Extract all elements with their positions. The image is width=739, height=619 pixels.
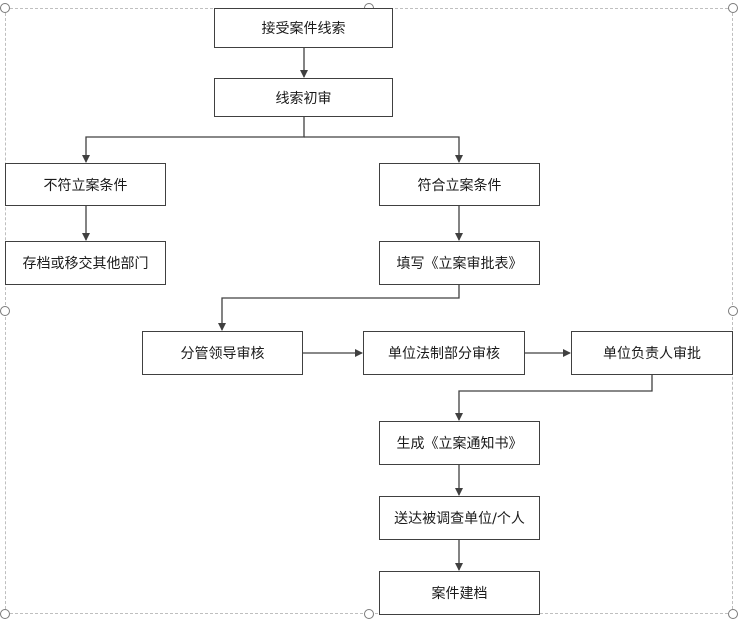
edge-initial-review-to-not-qualified	[82, 117, 305, 163]
node-case-archive[interactable]: 案件建档	[379, 571, 540, 615]
node-legal-review[interactable]: 单位法制部分审核	[363, 331, 525, 375]
node-leader-review[interactable]: 分管领导审核	[142, 331, 303, 375]
edge-head-approval-to-generate-notice	[455, 375, 653, 421]
resize-handle-middle-left[interactable]	[0, 306, 10, 316]
node-qualified[interactable]: 符合立案条件	[379, 163, 540, 206]
edge-initial-review-to-qualified	[304, 136, 463, 163]
node-initial-review[interactable]: 线索初审	[214, 78, 393, 117]
node-fill-approval-form[interactable]: 填写《立案审批表》	[379, 241, 540, 285]
resize-handle-middle-right[interactable]	[728, 306, 738, 316]
node-accept-clue[interactable]: 接受案件线索	[214, 8, 393, 48]
node-archive-or-transfer[interactable]: 存档或移交其他部门	[5, 241, 166, 285]
resize-handle-top-right[interactable]	[728, 3, 738, 13]
node-head-approval[interactable]: 单位负责人审批	[571, 331, 733, 375]
node-deliver[interactable]: 送达被调查单位/个人	[379, 496, 540, 540]
edge-fill-form-to-leader-review	[218, 285, 460, 331]
node-not-qualified[interactable]: 不符立案条件	[5, 163, 166, 206]
resize-handle-top-left[interactable]	[0, 3, 10, 13]
node-generate-notice[interactable]: 生成《立案通知书》	[379, 421, 540, 465]
